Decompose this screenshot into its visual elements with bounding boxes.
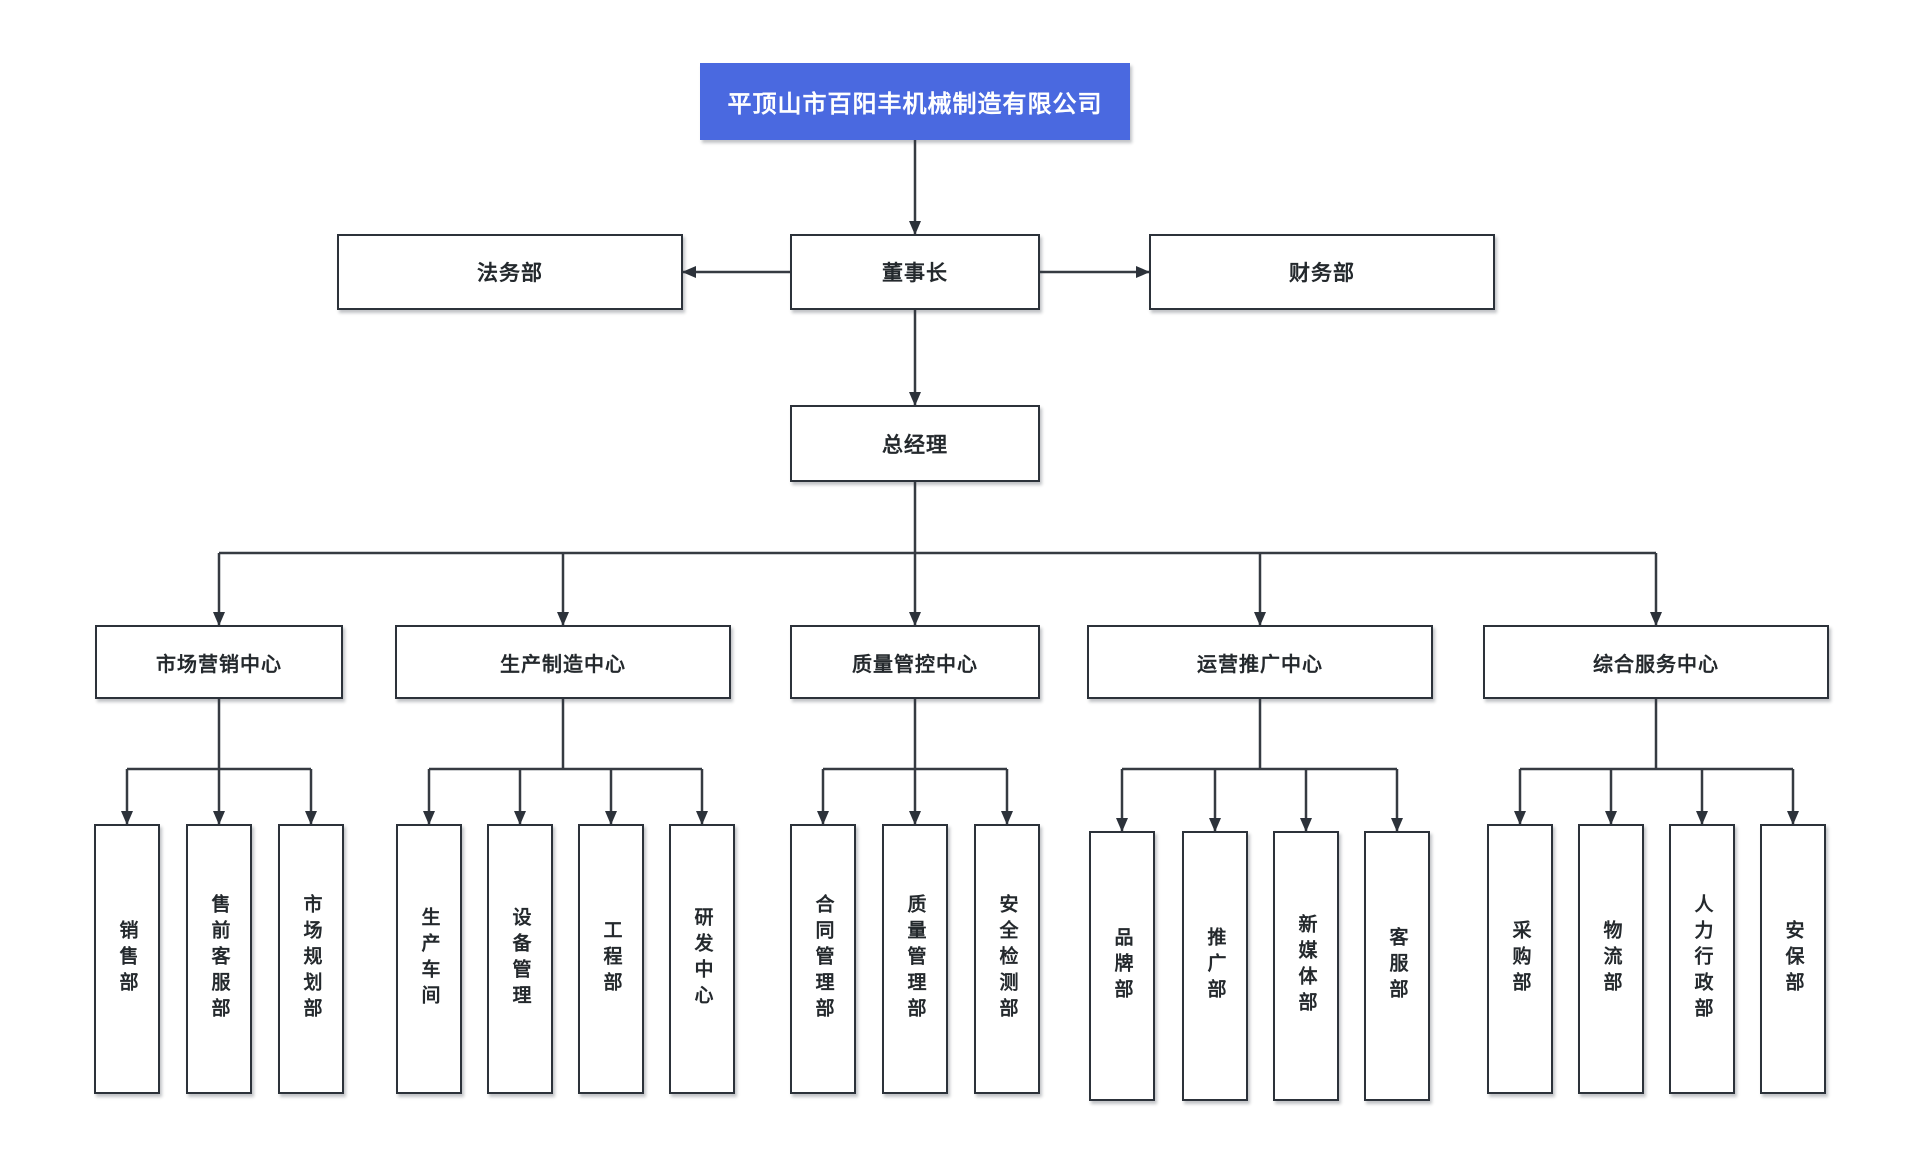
node-label: 法务部	[477, 261, 543, 285]
node-label: 财务部	[1289, 261, 1355, 285]
node-chairman: 董事长	[790, 234, 1040, 310]
node-new-media-dept: 新媒体部	[1273, 831, 1339, 1101]
node-label: 人力行政部	[1691, 894, 1714, 1024]
node-label: 客服部	[1386, 927, 1409, 1005]
node-label: 生产制造中心	[500, 651, 626, 676]
node-label: 安全检测部	[996, 894, 1019, 1024]
node-label: 质量管控中心	[852, 651, 978, 676]
node-engineering-dept: 工程部	[578, 824, 644, 1094]
node-label: 质量管理部	[904, 894, 927, 1024]
node-label: 运营推广中心	[1197, 651, 1323, 676]
node-center-quality: 质量管控中心	[790, 625, 1040, 699]
node-presales-service-dept: 售前客服部	[186, 824, 252, 1094]
node-label: 安保部	[1782, 920, 1805, 998]
node-finance-dept: 财务部	[1149, 234, 1495, 310]
node-label: 推广部	[1204, 927, 1227, 1005]
node-label: 生产车间	[418, 907, 441, 1011]
node-rd-center: 研发中心	[669, 824, 735, 1094]
node-sales-dept: 销售部	[94, 824, 160, 1094]
node-market-planning-dept: 市场规划部	[278, 824, 344, 1094]
node-contract-management-dept: 合同管理部	[790, 824, 856, 1094]
node-procurement-dept: 采购部	[1487, 824, 1553, 1094]
node-general-manager: 总经理	[790, 405, 1040, 482]
node-label: 售前客服部	[208, 894, 231, 1024]
node-center-marketing: 市场营销中心	[95, 625, 343, 699]
node-legal-dept: 法务部	[337, 234, 683, 310]
node-safety-inspection-dept: 安全检测部	[974, 824, 1040, 1094]
node-brand-dept: 品牌部	[1089, 831, 1155, 1101]
node-center-production: 生产制造中心	[395, 625, 731, 699]
node-label: 采购部	[1509, 920, 1532, 998]
node-label: 销售部	[116, 920, 139, 998]
node-label: 合同管理部	[812, 894, 835, 1024]
node-equipment-management: 设备管理	[487, 824, 553, 1094]
node-label: 综合服务中心	[1593, 651, 1719, 676]
node-label: 市场营销中心	[156, 651, 282, 676]
node-label: 工程部	[600, 920, 623, 998]
node-logistics-dept: 物流部	[1578, 824, 1644, 1094]
node-label: 新媒体部	[1295, 914, 1318, 1018]
node-label: 设备管理	[509, 907, 532, 1011]
node-quality-management-dept: 质量管理部	[882, 824, 948, 1094]
node-label: 品牌部	[1111, 927, 1134, 1005]
node-center-services: 综合服务中心	[1483, 625, 1829, 699]
node-label: 平顶山市百阳丰机械制造有限公司	[727, 90, 1103, 118]
node-promotion-dept: 推广部	[1182, 831, 1248, 1101]
node-production-workshop: 生产车间	[396, 824, 462, 1094]
node-company-root: 平顶山市百阳丰机械制造有限公司	[700, 63, 1130, 140]
node-label: 市场规划部	[300, 894, 323, 1024]
node-label: 总经理	[882, 432, 948, 457]
node-label: 研发中心	[691, 907, 714, 1011]
node-center-operations: 运营推广中心	[1087, 625, 1433, 699]
node-security-dept: 安保部	[1760, 824, 1826, 1094]
node-customer-service-dept: 客服部	[1364, 831, 1430, 1101]
node-label: 董事长	[882, 261, 948, 285]
node-label: 物流部	[1600, 920, 1623, 998]
node-hr-admin-dept: 人力行政部	[1669, 824, 1735, 1094]
